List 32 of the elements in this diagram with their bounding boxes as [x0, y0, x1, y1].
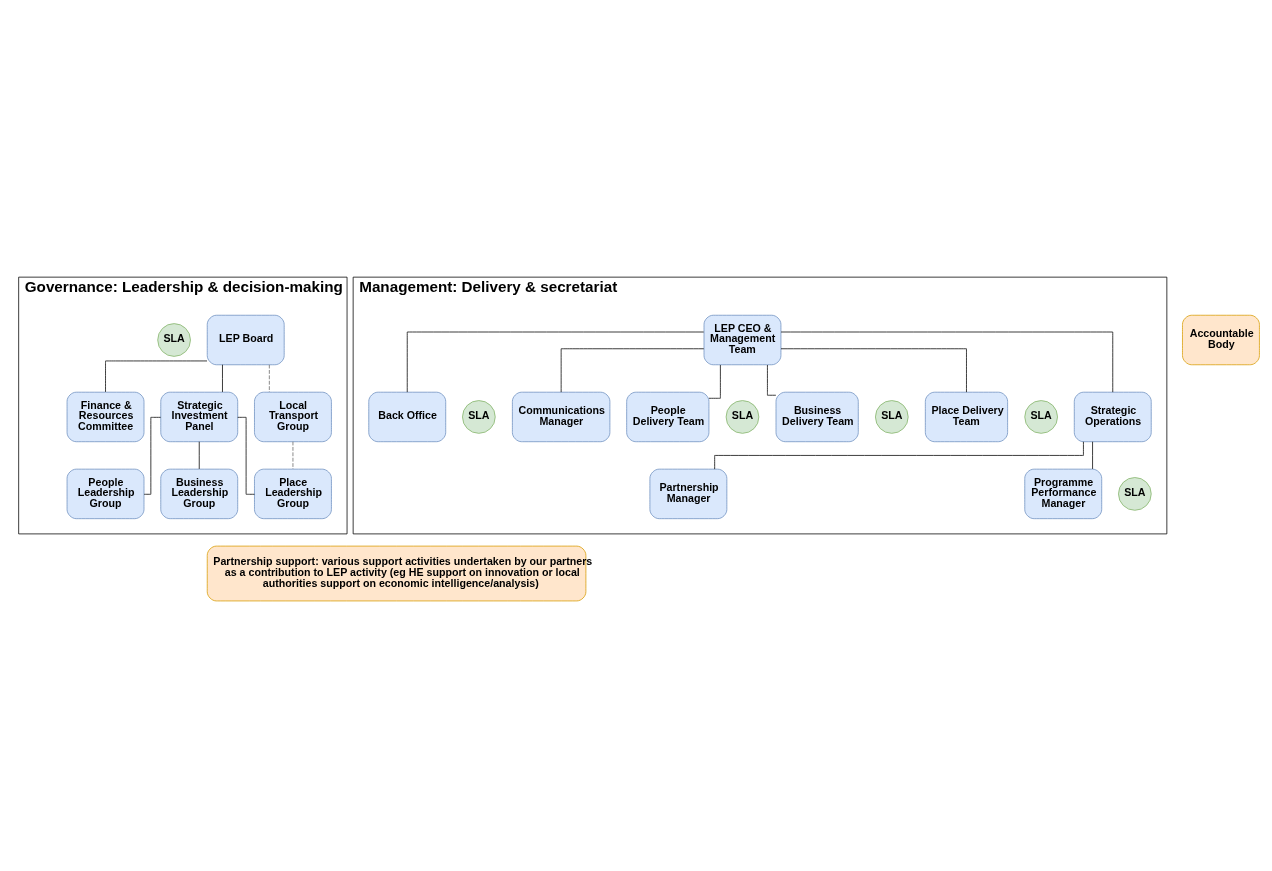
connector [708, 364, 721, 399]
node-circle: SLA [725, 399, 760, 434]
node-box: LEP Board [206, 314, 285, 365]
node-box: Accountable Body [1182, 314, 1260, 365]
node-box: Business Delivery Team [775, 391, 859, 442]
node-box: Place Leadership Group [254, 468, 332, 519]
node-box: Local Transport Group [254, 391, 332, 442]
node-circle: SLA [875, 399, 909, 434]
node-box: Strategic Operations [1073, 391, 1152, 442]
node-box: Communications Manager [512, 391, 611, 442]
connector [780, 347, 967, 392]
connector [1092, 440, 1093, 469]
node-box: LEP CEO & Management Team [703, 314, 782, 365]
connector [105, 360, 208, 392]
node-box: Back Office [368, 391, 447, 442]
node-circle: SLA [157, 322, 191, 357]
node-box: Finance & Resources Committee [66, 391, 145, 442]
node-circle: SLA [462, 399, 496, 434]
connector [292, 440, 294, 469]
node-box: Place Delivery Team [924, 391, 1008, 442]
node-box: Business Leadership Group [160, 468, 239, 519]
node-box: Strategic Investment Panel [160, 391, 239, 442]
connector [268, 363, 270, 392]
connector [714, 440, 1084, 469]
node-circle: SLA [1024, 399, 1058, 434]
node-box: Programme Performance Manager [1024, 468, 1103, 519]
node-box: People Leadership Group [66, 468, 145, 519]
node-circle: SLA [1118, 476, 1152, 511]
node-box: People Delivery Team [626, 391, 710, 442]
connector [222, 363, 223, 392]
connector [767, 364, 777, 396]
node-box: Partnership Manager [649, 468, 728, 519]
